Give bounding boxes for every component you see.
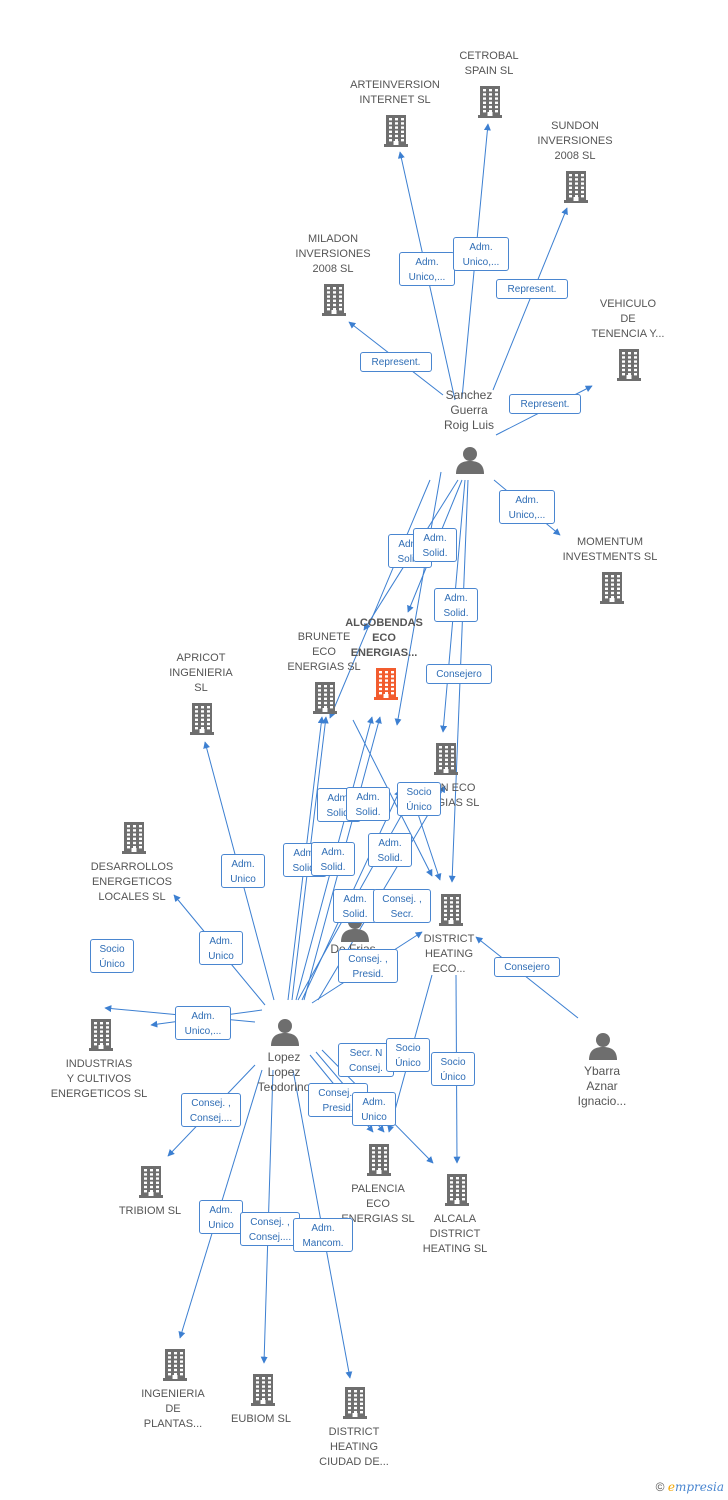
edge-label[interactable]: Adm. Solid. <box>413 528 457 562</box>
person-label-ybarra[interactable]: Ybarra Aznar Ignacio... <box>577 1064 627 1108</box>
company-label-momentum[interactable]: MOMENTUM INVESTMENTS SL <box>562 536 658 563</box>
edge-label[interactable]: Represent. <box>509 394 581 414</box>
edge-label[interactable]: Consej. , Secr. <box>373 889 431 923</box>
edge-label[interactable]: Adm. Solid. <box>368 833 412 867</box>
company-label-brunete[interactable]: BRUNETE ECO ENERGIAS SL <box>287 631 361 673</box>
edge-label[interactable]: Adm. Unico,... <box>175 1006 231 1040</box>
building-icon[interactable] <box>251 1374 275 1411</box>
person-icon[interactable] <box>588 1032 618 1065</box>
building-icon[interactable] <box>445 1174 469 1211</box>
building-icon[interactable] <box>190 703 214 740</box>
company-label-industrias[interactable]: INDUSTRIAS Y CULTIVOS ENERGETICOS SL <box>50 1058 148 1100</box>
brand-logo[interactable]: empresia <box>667 1480 724 1494</box>
company-label-miladon[interactable]: MILADON INVERSIONES 2008 SL <box>295 233 371 275</box>
edge-label[interactable]: Socio Único <box>431 1052 475 1086</box>
company-label-cetrobal[interactable]: CETROBAL SPAIN SL <box>459 50 519 77</box>
edge-label[interactable]: Socio Único <box>386 1038 430 1072</box>
edge-label[interactable]: Adm. Unico <box>352 1092 396 1126</box>
building-icon[interactable] <box>374 668 398 705</box>
building-icon[interactable] <box>122 822 146 859</box>
building-icon[interactable] <box>384 115 408 152</box>
edge-label[interactable]: Represent. <box>496 279 568 299</box>
edge-label[interactable]: Consejero <box>426 664 492 684</box>
building-icon[interactable] <box>89 1019 113 1056</box>
company-label-district-eco[interactable]: DISTRICT HEATING ECO... <box>423 933 475 975</box>
building-icon[interactable] <box>163 1349 187 1386</box>
edge-label[interactable]: Adm. Solid. <box>311 842 355 876</box>
building-icon[interactable] <box>439 894 463 931</box>
building-icon[interactable] <box>343 1387 367 1424</box>
building-icon[interactable] <box>617 349 641 386</box>
edge-label[interactable]: Adm. Unico <box>199 931 243 965</box>
company-label-alcobendas[interactable]: ALCOBENDAS ECO ENERGIAS... <box>345 617 423 659</box>
company-label-alcala[interactable]: ALCALA DISTRICT HEATING SL <box>422 1213 488 1255</box>
building-icon[interactable] <box>434 743 458 780</box>
edge-label[interactable]: Consej. , Consej.... <box>181 1093 241 1127</box>
edge-label[interactable]: Consejero <box>494 957 560 977</box>
edge-label[interactable]: Adm. Solid. <box>434 588 478 622</box>
building-icon[interactable] <box>478 86 502 123</box>
building-icon[interactable] <box>564 171 588 208</box>
edge-label[interactable]: Adm. Unico,... <box>399 252 455 286</box>
edge-label[interactable]: Adm. Unico <box>221 854 265 888</box>
company-label-vehiculo[interactable]: VEHICULO DE TENENCIA Y... <box>591 298 665 340</box>
edge-label[interactable]: Adm. Solid. <box>346 787 390 821</box>
company-label-district-ciudad[interactable]: DISTRICT HEATING CIUDAD DE... <box>319 1426 389 1468</box>
person-icon[interactable] <box>455 446 485 479</box>
company-label-palencia[interactable]: PALENCIA ECO ENERGIAS SL <box>341 1183 415 1225</box>
person-label-lopez[interactable]: Lopez Lopez Teodorino <box>257 1050 311 1094</box>
edge-line <box>329 479 431 719</box>
building-icon[interactable] <box>600 572 624 609</box>
company-label-n-eco[interactable]: N ECO GIAS SL <box>436 782 480 809</box>
edge-line <box>352 719 433 877</box>
edge-label[interactable]: Consej. , Consej.... <box>240 1212 300 1246</box>
company-label-arteinversion[interactable]: ARTEINVERSION INTERNET SL <box>350 79 440 106</box>
building-icon[interactable] <box>139 1166 163 1203</box>
edge-label[interactable]: Adm. Unico,... <box>453 237 509 271</box>
copyright-icon: © <box>655 1480 665 1494</box>
edge-label[interactable]: Socio Único <box>397 782 441 816</box>
edge-label[interactable]: Adm. Solid. <box>333 889 377 923</box>
building-icon[interactable] <box>313 682 337 719</box>
edge-label[interactable]: Consej. , Presid. <box>338 949 398 983</box>
company-label-apricot[interactable]: APRICOT INGENIERIA SL <box>169 652 233 694</box>
person-icon[interactable] <box>270 1018 300 1051</box>
edge-label[interactable]: Secr. N Consej. <box>338 1043 394 1077</box>
edge-label[interactable]: Socio Único <box>90 939 134 973</box>
building-icon[interactable] <box>367 1144 391 1181</box>
edge-label[interactable]: Adm. Mancom. <box>293 1218 353 1252</box>
person-label-sanchez[interactable]: Sanchez Guerra Roig Luis <box>443 388 495 432</box>
edge-line <box>492 207 568 391</box>
edge-label[interactable]: Adm. Unico,... <box>499 490 555 524</box>
edge-label[interactable]: Adm. Unico <box>199 1200 243 1234</box>
company-label-tribiom[interactable]: TRIBIOM SL <box>118 1205 182 1217</box>
edge-line <box>475 936 579 1019</box>
building-icon[interactable] <box>322 284 346 321</box>
edge-line <box>394 471 442 726</box>
footer: © empresia <box>656 1480 724 1494</box>
edge-label[interactable]: Represent. <box>360 352 432 372</box>
company-label-desarrollos[interactable]: DESARROLLOS ENERGETICOS LOCALES SL <box>90 861 174 903</box>
company-label-eubiom[interactable]: EUBIOM SL <box>231 1413 291 1425</box>
company-label-ingenieria-plantas[interactable]: INGENIERIA DE PLANTAS... <box>141 1388 205 1430</box>
company-label-sundon[interactable]: SUNDON INVERSIONES 2008 SL <box>537 120 613 162</box>
